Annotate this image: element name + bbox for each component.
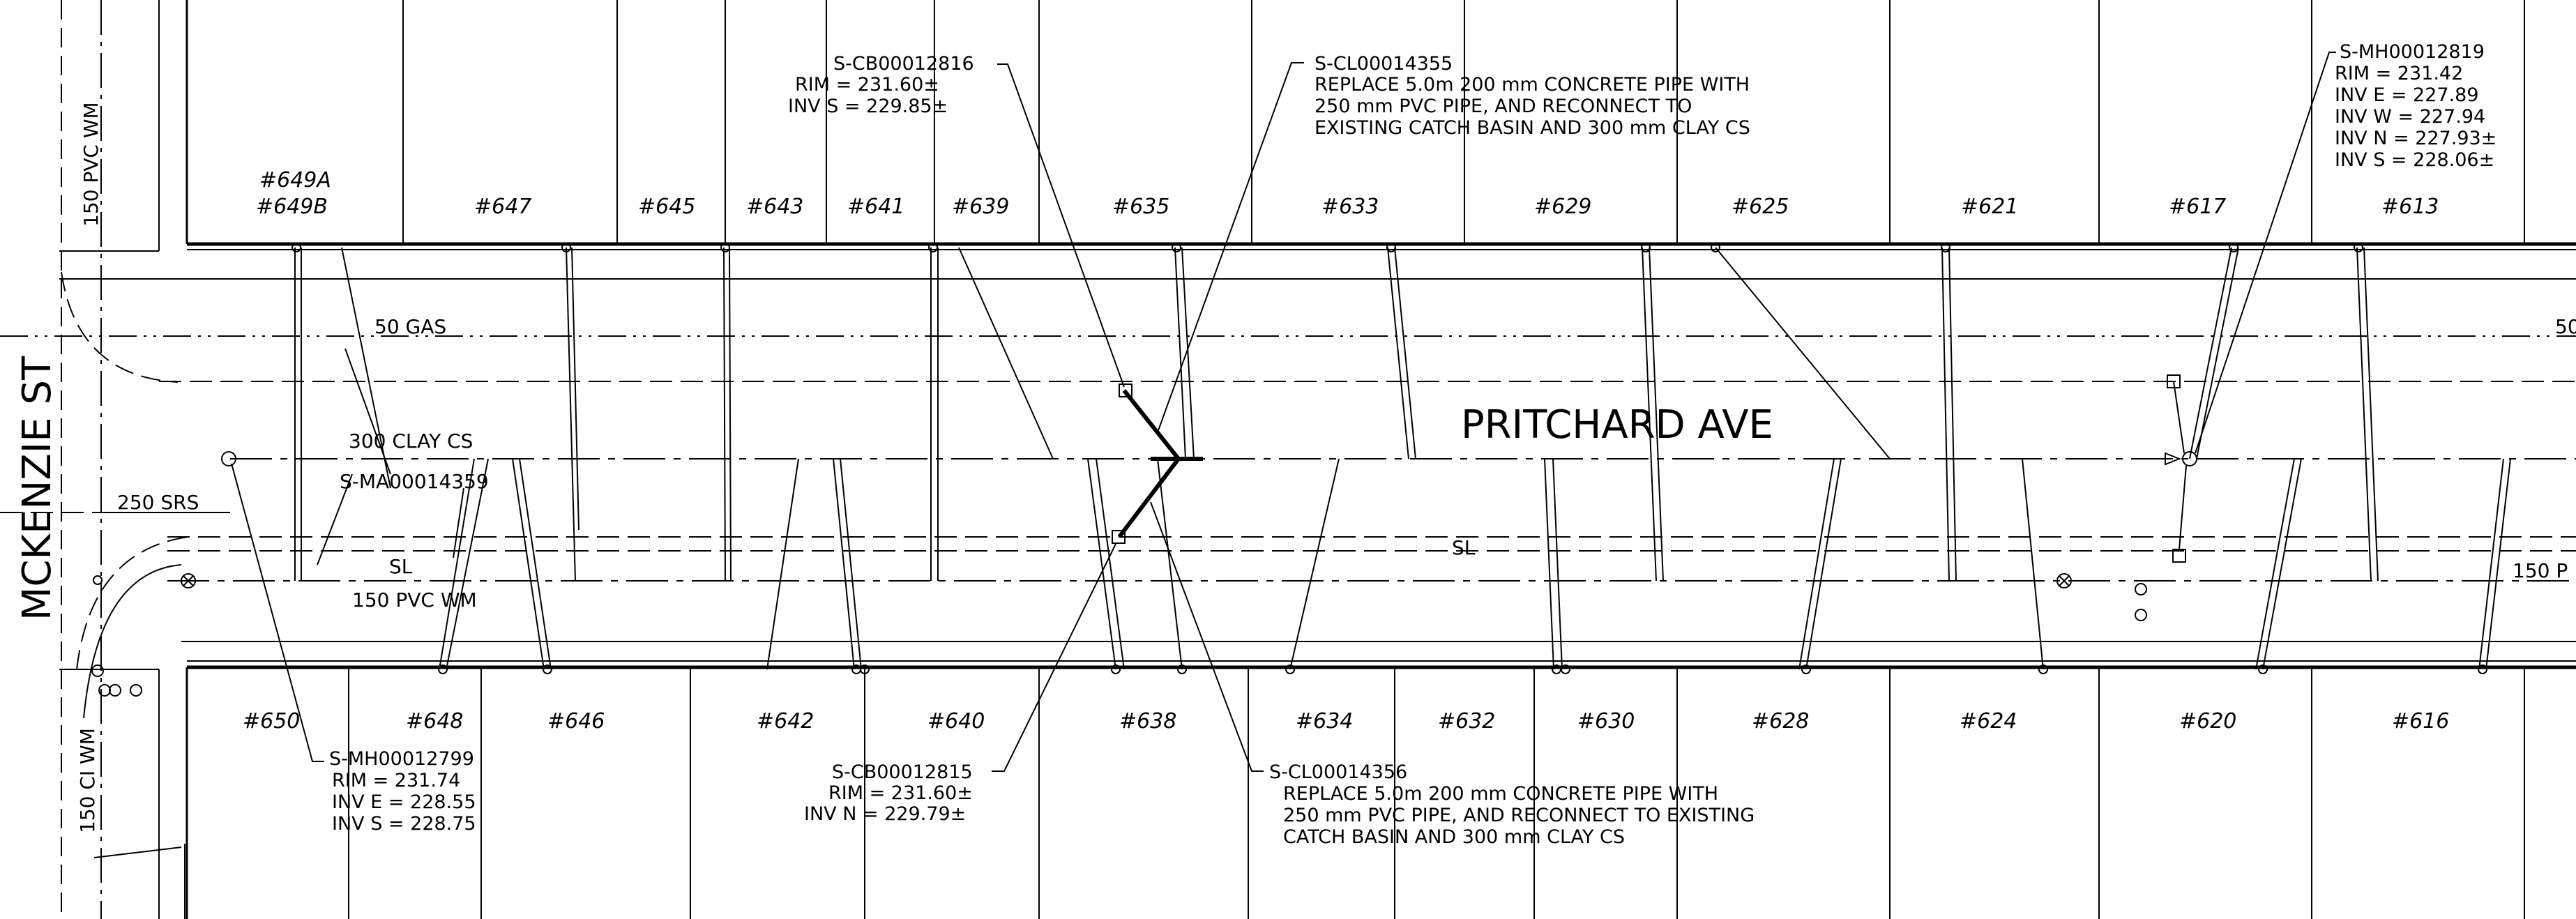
callout-line: INV N = 229.79± [804,803,966,825]
north-service-connections [291,243,2379,582]
cross-street-name: MCKENZIE ST [15,356,60,621]
north-lot-numbers: #649A #649B #647 #645 #643 #641 #639 #63… [256,168,2439,219]
south-lot-dividers [348,667,2525,919]
lot-number: #620 [2179,709,2236,734]
lot-number: #650 [243,709,300,734]
lot-number: #633 [1321,195,1379,219]
watermain-label: 150 PVC WM [352,588,477,612]
lot-number: #630 [1577,709,1635,734]
callout-line: REPLACE 5.0m 200 mm CONCRETE PIPE WITH [1314,74,1750,96]
gas-main-label: 50 GAS [374,315,446,338]
main-asset-id: S-MA00014359 [340,470,489,493]
callout-line: CATCH BASIN AND 300 mm CLAY CS [1283,826,1625,848]
callout-line: INV S = 229.85± [788,96,948,117]
callout-line: S-MH00012799 [329,748,474,770]
callout-line: S-CL00014356 [1269,761,1407,783]
lot-number: #649B [256,195,328,219]
callout-line: S-CL00014355 [1314,53,1453,75]
callout-line: INV W = 227.94 [2335,106,2485,128]
callout-line: S-CB00012815 [832,761,973,783]
lot-number: #638 [1119,709,1176,734]
lot-number: #632 [1438,709,1495,734]
lot-number: #613 [2381,195,2439,219]
cross-street-linework [59,0,189,919]
lot-number: #628 [1752,709,1809,734]
lot-number: #629 [1534,195,1591,219]
gas-main-label-right: 50 [2555,315,2576,338]
lot-number: #645 [638,195,695,219]
callout-cl-14356: S-CL00014356 REPLACE 5.0m 200 mm CONCRET… [1269,761,1755,848]
lot-number: #640 [927,709,985,734]
lot-number: #634 [1296,709,1353,734]
lot-number: #646 [547,709,605,734]
south-lot-numbers: #650 #648 #646 #642 #640 #638 #634 #632 … [243,709,2449,734]
lot-number: #617 [2169,195,2226,219]
callout-line: INV S = 228.06± [2335,149,2494,171]
callout-mh-12799: S-MH00012799 RIM = 231.74 INV E = 228.55… [329,748,476,835]
lot-number: #625 [1732,195,1789,219]
lot-number: #647 [474,195,531,219]
property-lines [181,0,2576,919]
lot-number: #639 [952,195,1009,219]
callout-line: REPLACE 5.0m 200 mm CONCRETE PIPE WITH [1283,783,1718,805]
callout-line: RIM = 231.60± [828,782,973,804]
main-street-name: PRITCHARD AVE [1461,402,1773,448]
street-light-label-left: SL [389,555,413,578]
lot-number: #616 [2392,709,2449,734]
lot-number: #648 [406,709,463,734]
callout-line: INV N = 227.93± [2335,128,2497,149]
lot-number: #641 [847,195,904,219]
callout-leaders [231,52,2336,772]
north-lot-dividers [402,0,2525,244]
cross-watermain-label: 150 PVC WM [79,102,103,227]
callout-cb-12815: S-CB00012815 RIM = 231.60± INV N = 229.7… [804,761,973,825]
callout-line: INV E = 228.55 [332,791,476,813]
callout-line: INV S = 228.75 [332,813,476,835]
callout-line: RIM = 231.42 [2335,63,2463,84]
lot-number: #643 [746,195,803,219]
watermain-label-right: 150 P [2513,559,2568,582]
callout-line: 250 mm PVC PIPE, AND RECONNECT TO [1314,96,1692,117]
lot-number: #635 [1112,195,1169,219]
replacement-pipe-work [1112,374,2197,563]
callout-mh-12819: S-MH00012819 RIM = 231.42 INV E = 227.89… [2335,41,2497,171]
callout-cb-12816: S-CB00012816 RIM = 231.60± INV S = 229.8… [788,53,974,117]
street-light-label-mid: SL [1452,536,1476,559]
lot-number: #621 [1961,195,2018,219]
lot-number: #642 [757,709,814,734]
combined-sewer-label: 300 CLAY CS [349,430,473,453]
lot-number: #624 [1960,709,2017,734]
callout-line: RIM = 231.60± [795,74,939,96]
callout-line: S-CB00012816 [833,53,974,75]
lot-number: #649A [259,168,331,192]
utility-mains [0,335,2576,621]
callout-line: RIM = 231.74 [332,770,460,791]
callout-cl-14355: S-CL00014355 REPLACE 5.0m 200 mm CONCRET… [1314,53,1750,139]
ci-watermain-label: 150 CI WM [76,728,99,833]
callout-line: S-MH00012819 [2340,41,2485,63]
south-service-connections [438,458,2511,674]
storm-relief-sewer-label: 250 SRS [117,491,199,514]
callout-line: 250 mm PVC PIPE, AND RECONNECT TO EXISTI… [1283,805,1755,826]
callout-line: INV E = 227.89 [2335,84,2479,106]
callout-line: EXISTING CATCH BASIN AND 300 mm CLAY CS [1314,117,1750,139]
